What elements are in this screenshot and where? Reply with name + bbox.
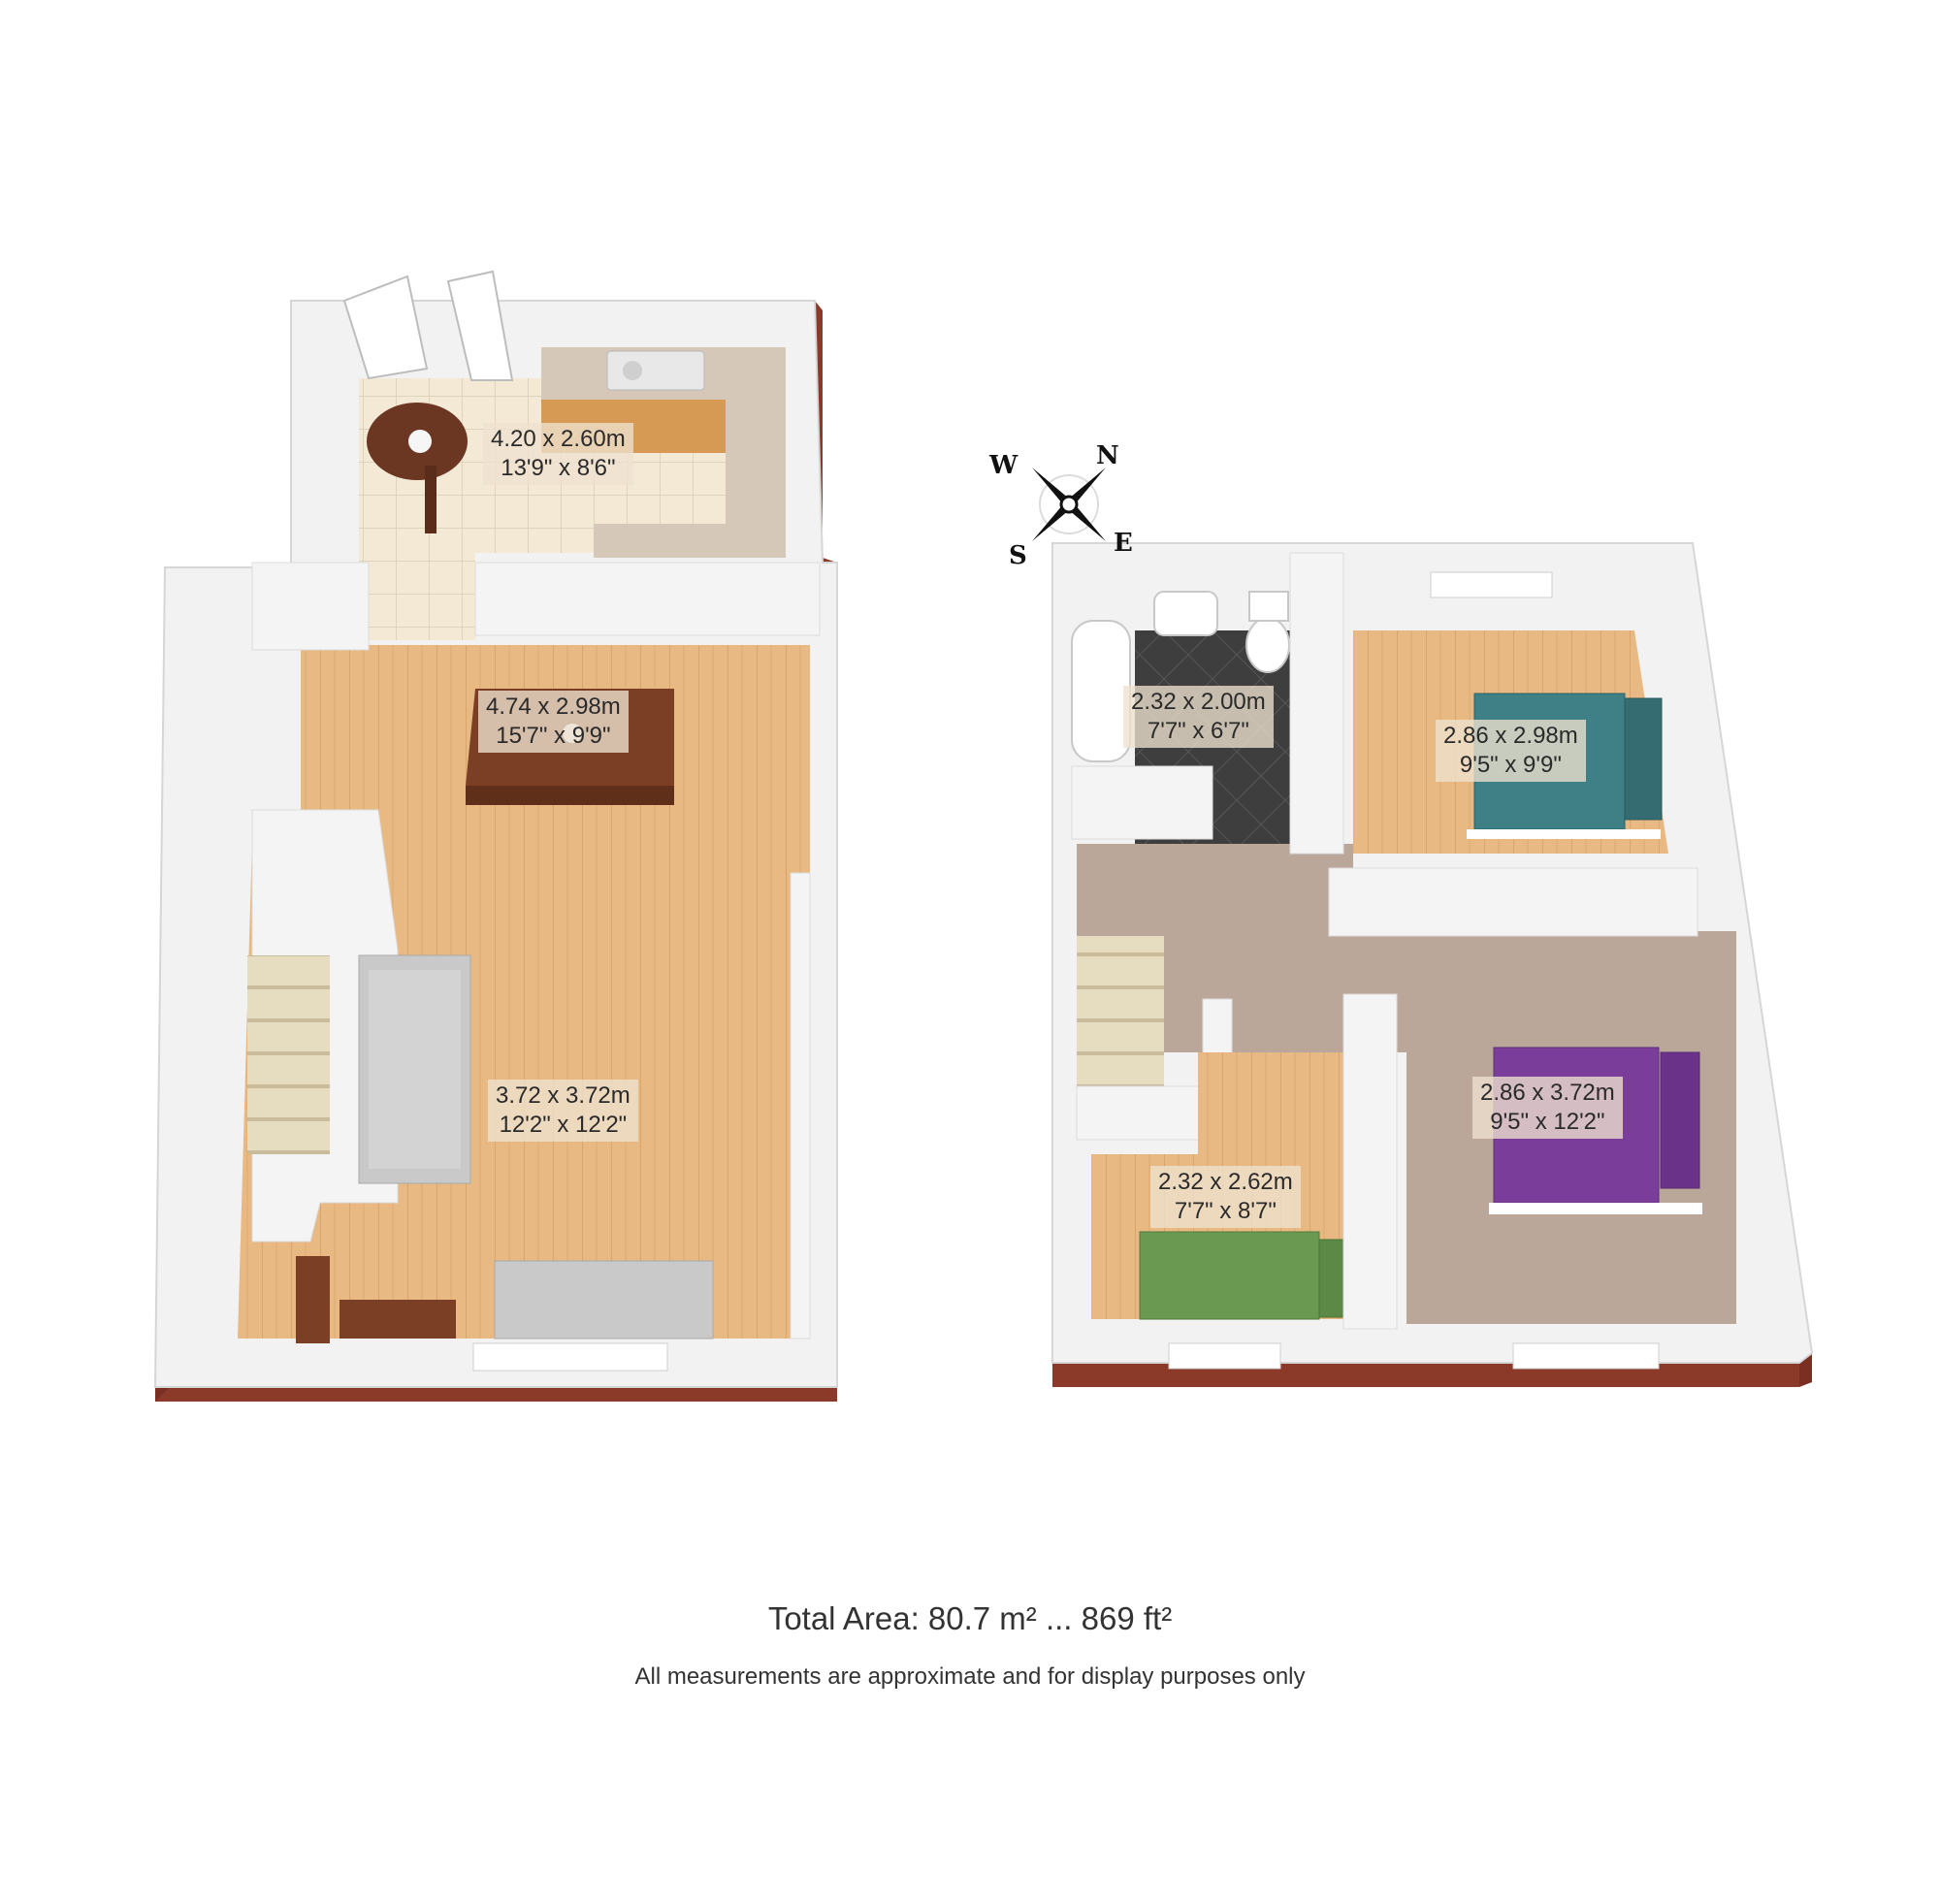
room-imperial: 12'2" x 12'2" [499, 1112, 628, 1138]
first-floor-brick-base [1052, 1363, 1799, 1387]
compass-west-label: W [989, 451, 1018, 480]
compass-south-label: S [1009, 541, 1027, 570]
room-metric: 4.74 x 2.98m [486, 694, 621, 720]
ground-front-door-icon [296, 1256, 330, 1343]
room-label-bedroom-3: 2.32 x 2.62m 7'7" x 8'7" [1150, 1166, 1301, 1228]
first-floor-stairs-icon [1077, 936, 1164, 1086]
compass-east-label: E [1114, 529, 1133, 558]
room-metric: 2.32 x 2.62m [1158, 1169, 1293, 1195]
room-label-bathroom: 2.32 x 2.00m 7'7" x 6'7" [1123, 686, 1274, 748]
room-metric: 3.72 x 3.72m [496, 1082, 630, 1109]
first-floor [1051, 542, 1814, 1387]
room-imperial: 7'7" x 6'7" [1147, 718, 1249, 744]
sofa-lower-icon [494, 1260, 714, 1339]
room-imperial: 15'7" x 9'9" [496, 723, 611, 749]
compass-north-label: N [1096, 441, 1119, 470]
room-imperial: 9'5" x 12'2" [1490, 1109, 1605, 1135]
room-imperial: 9'5" x 9'9" [1459, 752, 1562, 778]
room-label-kitchen: 4.20 x 2.60m 13'9" x 8'6" [483, 423, 633, 485]
kitchen-partition-wall [474, 562, 821, 636]
bedroom-dividing-wall [1328, 867, 1698, 937]
sink-icon [606, 350, 705, 391]
ground-floor [153, 270, 838, 1402]
room-label-dining: 4.74 x 2.98m 15'7" x 9'9" [478, 691, 629, 753]
bathtub-icon [1071, 620, 1131, 762]
compass-rose-icon [1032, 468, 1106, 541]
total-area-text: Total Area: 80.7 m² ... 869 ft² [767, 1600, 1173, 1636]
room-metric: 2.86 x 2.98m [1443, 723, 1578, 749]
green-bed-icon [1139, 1231, 1320, 1320]
room-label-living: 3.72 x 3.72m 12'2" x 12'2" [488, 1080, 638, 1142]
room-label-bedroom-1: 2.86 x 3.72m 9'5" x 12'2" [1472, 1077, 1623, 1139]
room-imperial: 7'7" x 8'7" [1174, 1198, 1277, 1224]
toilet-icon [1245, 617, 1290, 673]
ground-stairs-icon [247, 955, 330, 1154]
room-label-bedroom-2: 2.86 x 2.98m 9'5" x 9'9" [1436, 720, 1586, 782]
room-metric: 2.32 x 2.00m [1131, 689, 1266, 715]
basin-icon [1153, 591, 1218, 636]
ground-floor-brick-base [155, 1387, 837, 1402]
room-imperial: 13'9" x 8'6" [501, 455, 616, 481]
disclaimer-text: All measurements are approximate and for… [634, 1663, 1306, 1690]
room-metric: 4.20 x 2.60m [491, 426, 626, 452]
room-metric: 2.86 x 3.72m [1480, 1080, 1615, 1106]
